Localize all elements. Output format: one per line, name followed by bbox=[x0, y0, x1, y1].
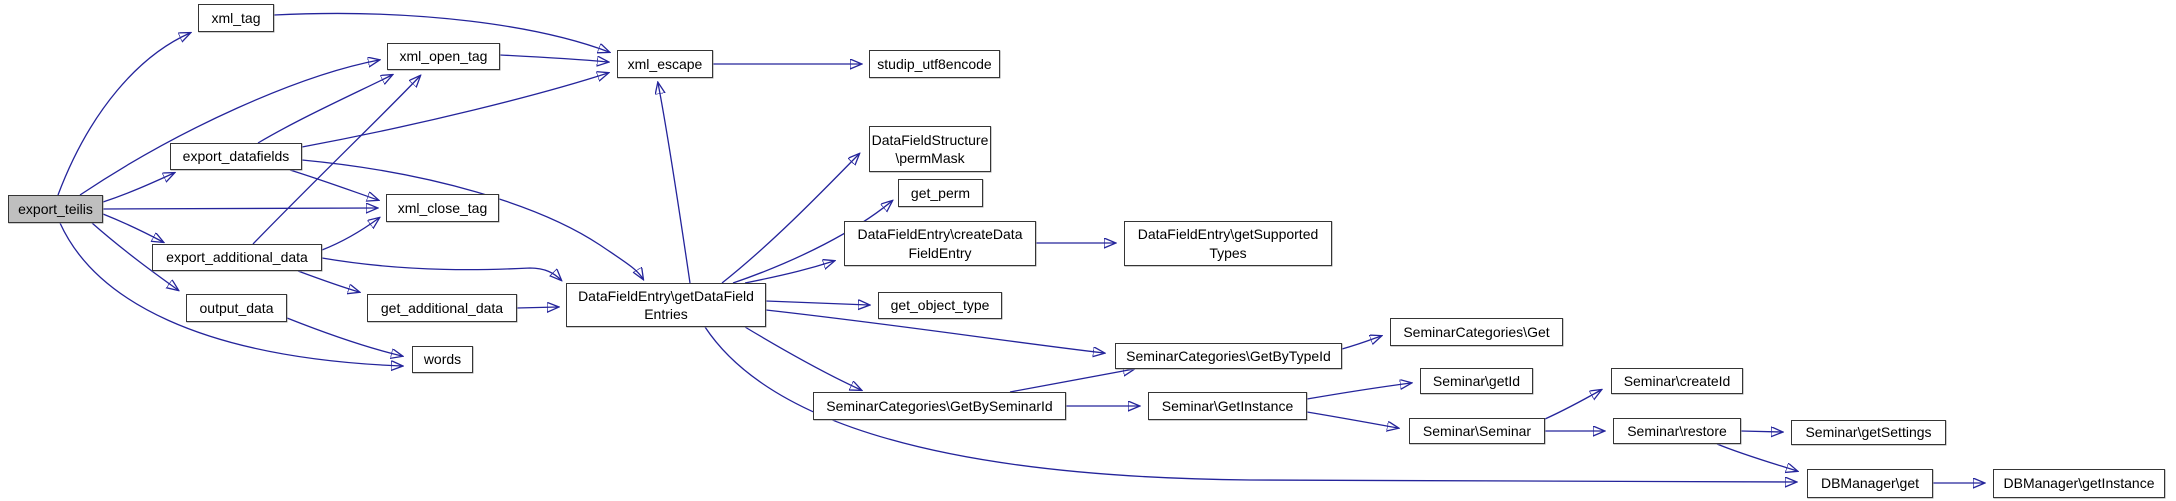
edge-export_teilis-output_data bbox=[91, 222, 178, 290]
node-seminarcategories-get[interactable]: SeminarCategories\Get bbox=[1390, 318, 1563, 346]
edge-export_additional_data-get_additional_data bbox=[297, 270, 359, 292]
edge-group bbox=[57, 12, 1984, 483]
edge-export_teilis-export_additional_data bbox=[102, 213, 163, 242]
edge-getbytypeid-seminarcategories_get bbox=[1341, 336, 1381, 350]
edge-export_teilis-xml_tag bbox=[57, 33, 190, 196]
node-export-teilis[interactable]: export_teilis bbox=[8, 195, 103, 223]
node-seminar-getid[interactable]: Seminar\getId bbox=[1420, 368, 1533, 394]
node-seminar-getinstance[interactable]: Seminar\GetInstance bbox=[1148, 392, 1307, 420]
node-seminarcategories-getbytypeid[interactable]: SeminarCategories\GetByTypeId bbox=[1115, 343, 1342, 369]
edge-export_datafields-getdatafieldentries bbox=[301, 159, 643, 279]
node-studip-utf8encode[interactable]: studip_utf8encode bbox=[869, 50, 1000, 78]
node-export-additional-data[interactable]: export_additional_data bbox=[152, 244, 322, 271]
node-output-data[interactable]: output_data bbox=[186, 294, 287, 322]
edge-getdatafieldentries-getbytypeid bbox=[765, 309, 1104, 353]
node-get-perm[interactable]: get_perm bbox=[898, 179, 983, 207]
node-datafieldentry-getsupportedtypes[interactable]: DataFieldEntry\getSupported Types bbox=[1124, 221, 1332, 266]
edge-restore-getsettings bbox=[1740, 431, 1782, 432]
edge-export_additional_data-getdatafieldentries bbox=[321, 257, 561, 280]
node-datafieldentry-createdatafieldentry[interactable]: DataFieldEntry\createData FieldEntry bbox=[844, 221, 1036, 266]
edge-getdatafieldentries-createdatafieldentry bbox=[744, 261, 834, 284]
edge-restore-dbmanager_get bbox=[1716, 443, 1797, 471]
edge-export_teilis-xml_close_tag bbox=[102, 208, 377, 209]
edge-export_datafields-xml_close_tag bbox=[289, 169, 378, 200]
node-export-datafields[interactable]: export_datafields bbox=[170, 143, 302, 170]
edge-get_additional_data-getdatafieldentries bbox=[516, 307, 558, 308]
edge-export_teilis-export_datafields bbox=[102, 173, 174, 203]
edge-output_data-words bbox=[286, 317, 402, 356]
edge-getdatafieldentries-get_perm bbox=[732, 201, 892, 284]
edge-seminar_seminar-createid bbox=[1544, 390, 1601, 420]
edge-getbyseminarid-getbytypeid bbox=[1009, 369, 1134, 393]
node-get-additional-data[interactable]: get_additional_data bbox=[367, 294, 517, 322]
edge-export_teilis-words bbox=[59, 222, 402, 366]
node-xml-close-tag[interactable]: xml_close_tag bbox=[386, 194, 499, 222]
edge-xml_open_tag-xml_escape bbox=[499, 54, 608, 62]
edge-xml_tag-xml_escape bbox=[273, 12, 609, 52]
edge-export_additional_data-xml_close_tag bbox=[321, 218, 379, 251]
edge-getdatafieldentries-getbyseminarid bbox=[744, 326, 861, 390]
node-datafieldentry-getdatafieldentries[interactable]: DataFieldEntry\getDataField Entries bbox=[566, 283, 766, 327]
edge-export_datafields-xml_open_tag bbox=[257, 75, 392, 144]
edge-getinstance-seminar_seminar bbox=[1306, 411, 1398, 428]
edge-getdatafieldentries-permmask bbox=[721, 154, 859, 284]
node-xml-open-tag[interactable]: xml_open_tag bbox=[387, 43, 500, 70]
node-seminar-seminar[interactable]: Seminar\Seminar bbox=[1409, 418, 1545, 444]
edge-export_teilis-xml_open_tag bbox=[79, 60, 379, 196]
edge-getinstance-getid bbox=[1306, 383, 1411, 400]
edge-getdatafieldentries-dbmanager_get bbox=[704, 326, 1796, 482]
node-dbmanager-get[interactable]: DBManager\get bbox=[1807, 469, 1933, 498]
node-seminar-getsettings[interactable]: Seminar\getSettings bbox=[1791, 420, 1946, 445]
node-seminarcategories-getbyseminarid[interactable]: SeminarCategories\GetBySeminarId bbox=[813, 392, 1066, 420]
node-seminar-createid[interactable]: Seminar\createId bbox=[1611, 368, 1743, 394]
node-xml-escape[interactable]: xml_escape bbox=[617, 50, 713, 78]
node-seminar-restore[interactable]: Seminar\restore bbox=[1613, 418, 1741, 444]
edge-getdatafieldentries-xml_escape bbox=[658, 83, 691, 284]
node-words[interactable]: words bbox=[412, 346, 473, 373]
node-dbmanager-getinstance[interactable]: DBManager\getInstance bbox=[1993, 469, 2165, 498]
edge-getdatafieldentries-get_object_type bbox=[765, 301, 869, 305]
edge-export_additional_data-xml_open_tag bbox=[252, 76, 420, 245]
edge-export_datafields-xml_escape bbox=[301, 73, 608, 148]
node-datafieldstructure-permmask[interactable]: DataFieldStructure \permMask bbox=[869, 126, 991, 172]
node-xml-tag[interactable]: xml_tag bbox=[198, 4, 274, 32]
node-get-object-type[interactable]: get_object_type bbox=[878, 292, 1002, 319]
